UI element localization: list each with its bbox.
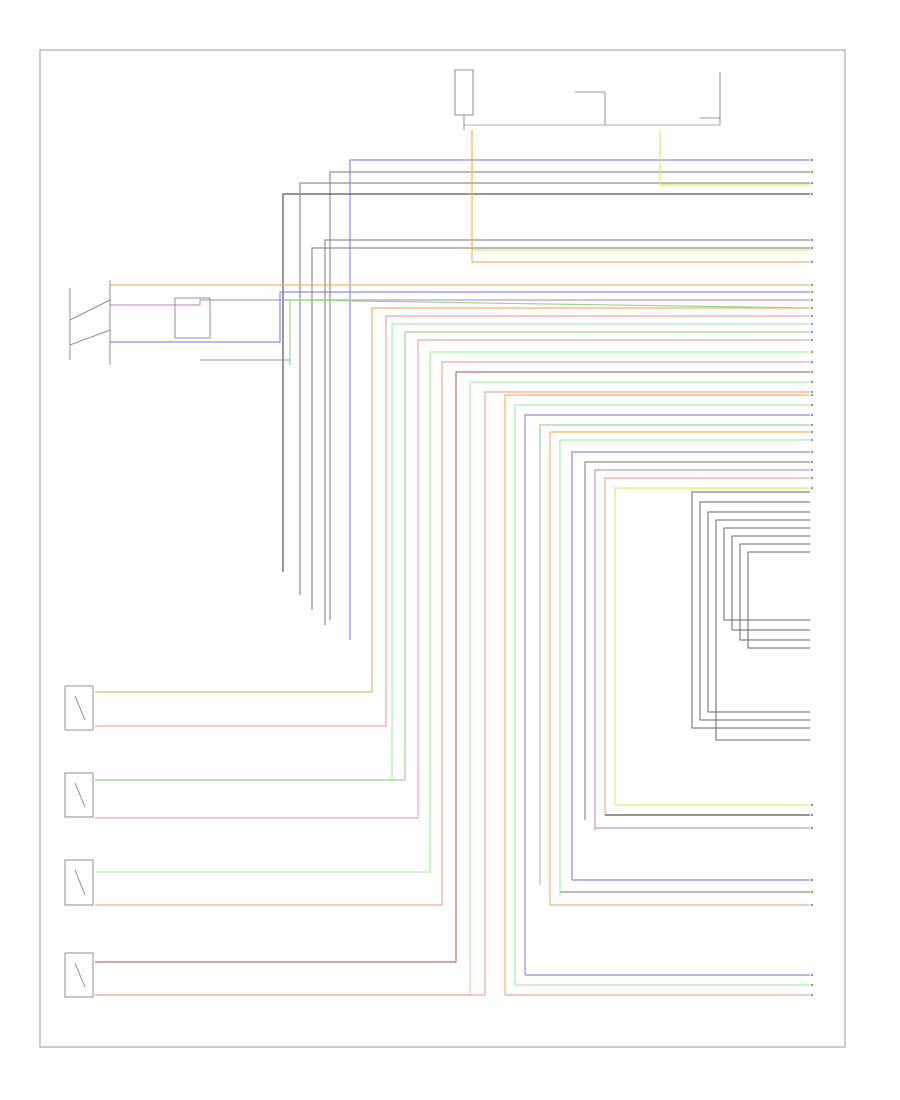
wire-red-f	[604, 477, 810, 815]
terminal-dot-18	[810, 380, 814, 384]
wire-gray-nest-6	[739, 543, 810, 641]
wire-gray-nest-1	[699, 501, 810, 721]
terminal-dot-7	[810, 283, 814, 287]
terminal-dot-15	[810, 350, 814, 354]
terminal-dot-6	[810, 260, 814, 264]
wire-red-e	[95, 391, 810, 996]
wire-purple-sw	[110, 299, 810, 306]
terminal-dot-32	[810, 813, 814, 817]
wire-red-d	[95, 371, 810, 963]
terminal-dot-20	[810, 393, 814, 397]
wire-yellow-d	[614, 487, 810, 805]
wire-green-b	[95, 331, 810, 781]
terminal-dot-8	[810, 290, 814, 294]
terminal-dot-35	[810, 890, 814, 894]
wire-blue-d	[571, 451, 810, 880]
terminal-dot-29	[810, 476, 814, 480]
terminal-dot-36	[810, 903, 814, 907]
top-connector-body	[454, 69, 474, 116]
terminal-dot-30	[810, 486, 814, 490]
wire-gray-5	[324, 239, 810, 625]
wire-green-sw	[289, 299, 811, 365]
wire-blue-sw	[110, 291, 810, 343]
terminal-dot-17	[810, 370, 814, 374]
wire-red-a	[95, 315, 810, 727]
terminal-dot-33	[810, 826, 814, 830]
terminal-dot-4	[810, 238, 814, 242]
wire-green-c	[514, 404, 810, 985]
terminal-dot-28	[810, 468, 814, 472]
component-group	[64, 69, 721, 998]
wire-gray-nest-3	[715, 519, 810, 741]
wire-gray-nest-5	[731, 535, 810, 631]
terminal-dot-39	[810, 993, 814, 997]
terminal-dot-27	[810, 460, 814, 464]
wire-blue-top	[349, 159, 810, 640]
wire-green-d	[539, 424, 810, 885]
terminal-dot-22	[810, 413, 814, 417]
wire-orange	[471, 130, 810, 263]
terminal-dot-1	[810, 170, 814, 174]
terminal-dot-38	[810, 983, 814, 987]
lumbar-switch-box	[174, 297, 211, 339]
wire-orange-a	[95, 307, 810, 693]
terminal-dot-3	[810, 192, 814, 196]
wire-red-b	[95, 339, 810, 819]
terminal-dot-13	[810, 330, 814, 334]
wire-orange-d	[549, 431, 810, 905]
terminal-dot-9	[810, 298, 814, 302]
wire-red-c	[95, 361, 810, 906]
seat-switch-contact-0	[74, 695, 86, 721]
seat-switch-contact-2	[74, 869, 86, 896]
terminal-dot-19	[810, 390, 814, 394]
wire-gray-nest-7	[747, 551, 810, 649]
terminal-dot-2	[810, 181, 814, 185]
wire-purple-d	[594, 469, 810, 830]
wire-gray-nest-2	[707, 511, 810, 713]
seat-switch-contact-1	[74, 782, 86, 808]
terminal-dot-34	[810, 878, 814, 882]
wire-yellow	[471, 130, 810, 251]
terminal-dot-5	[810, 246, 814, 250]
wire-blue-c	[524, 414, 810, 975]
seat-switch-box-1	[64, 772, 94, 818]
seat-switch-box-0	[64, 685, 94, 731]
terminal-dot-11	[810, 314, 814, 318]
wire-yellow-2	[659, 130, 810, 186]
terminal-dot-26	[810, 450, 814, 454]
wire-gray-6	[584, 461, 810, 820]
wire-light-green-c	[95, 381, 810, 996]
wire-orange-c	[504, 394, 810, 995]
wire-light-green-b	[95, 351, 810, 873]
wire-gray-1	[329, 171, 810, 620]
lumbar-switch-line-4	[69, 329, 111, 346]
wire-gray-4	[311, 247, 810, 610]
wire-gray-2	[282, 193, 810, 572]
wire-gray-nest-0	[691, 491, 810, 729]
diagram-frame	[39, 49, 846, 1048]
wire-gray-3	[299, 182, 810, 595]
wire-gray-nest-4	[723, 527, 810, 621]
terminal-dot-31	[810, 803, 814, 807]
terminal-dot-16	[810, 360, 814, 364]
wire-green-e	[559, 439, 810, 895]
seat-switch-contact-3	[74, 962, 86, 988]
terminal-dot-14	[810, 338, 814, 342]
terminal-dot-0	[810, 158, 814, 162]
terminal-dot-21	[810, 403, 814, 407]
terminal-dot-23	[810, 423, 814, 427]
seat-switch-box-3	[64, 952, 94, 998]
terminal-dot-12	[810, 322, 814, 326]
terminal-dot-24	[810, 430, 814, 434]
terminal-dot-25	[810, 438, 814, 442]
wire-group	[95, 130, 811, 996]
lumbar-switch-line-3	[69, 299, 111, 321]
terminal-dot-10	[810, 306, 814, 310]
seat-switch-box-2	[64, 859, 94, 906]
terminal-group	[810, 158, 814, 997]
terminal-dot-37	[810, 973, 814, 977]
